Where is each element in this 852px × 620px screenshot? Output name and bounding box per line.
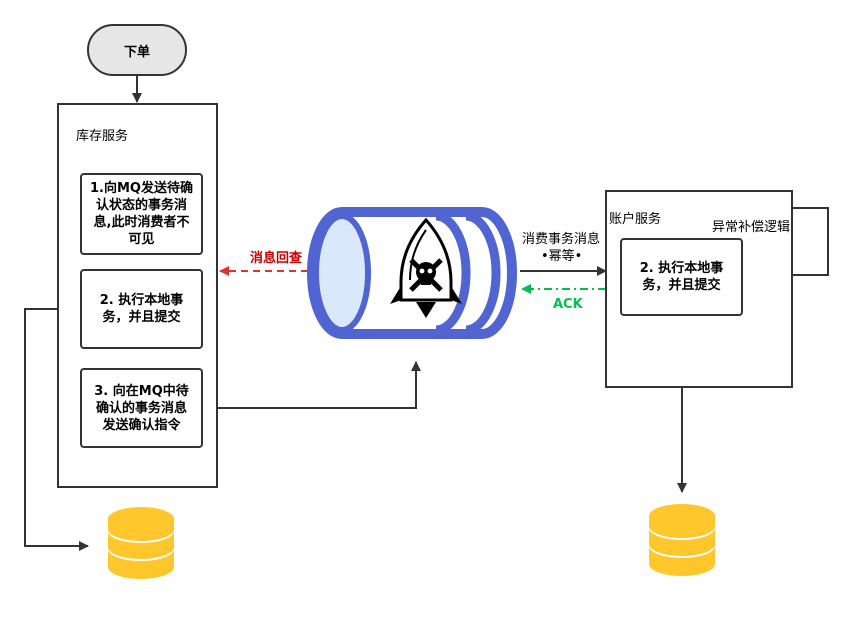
inventory-step-send-confirm: 3. 向在MQ中待 确认的事务消息 发送确认指令 (80, 368, 203, 448)
database-icon (649, 504, 715, 576)
account-service-title: 账户服务 (609, 212, 662, 227)
edge-confirm-to-queue (202, 361, 421, 409)
account-step-local-transaction: 2. 执行本地事 务，并且提交 (620, 238, 743, 316)
message-check-label: 消息回查 (250, 251, 303, 266)
consume-label-line1: 消费事务消息 (522, 232, 601, 247)
skull-icon (409, 258, 443, 292)
database-icon (108, 507, 174, 579)
inventory-service-title: 库存服务 (76, 129, 129, 144)
inventory-step-send-half-message: 1.向MQ发送待确 认状态的事务消 息,此时消费者不 可见 (80, 173, 203, 255)
edge-local-tx-to-db (24, 308, 89, 551)
compensation-logic-label: 异常补偿逻辑 (712, 220, 791, 235)
ack-label: ACK (553, 297, 583, 312)
order-node-label: 下单 (123, 44, 150, 60)
consume-label-line2: •幂等• (541, 249, 583, 264)
rocket-icon (390, 217, 462, 318)
order-node: 下单 (87, 24, 187, 76)
inventory-step-local-transaction: 2. 执行本地事 务，并且提交 (80, 269, 203, 349)
message-queue (307, 207, 517, 339)
